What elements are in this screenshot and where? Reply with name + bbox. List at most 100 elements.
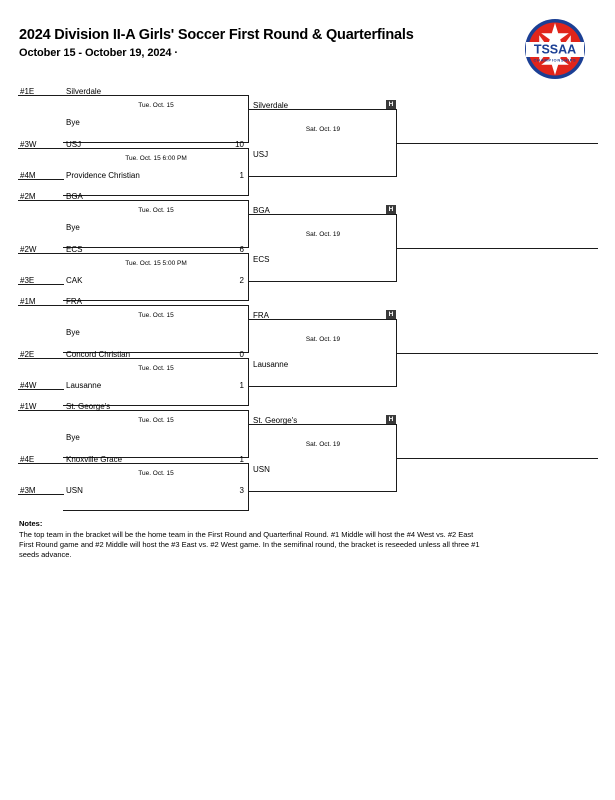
page-header: 2024 Division II-A Girls' Soccer First R… (0, 0, 615, 90)
match-time: Tue. Oct. 15 5:00 PM (125, 260, 187, 267)
match-top-line (18, 200, 64, 201)
top-team-score: 6 (239, 245, 244, 254)
bottom-team-score: 1 (239, 381, 244, 390)
bottom-team-seed: #4M (20, 171, 36, 180)
semifinal-advance-line (397, 353, 598, 354)
match-time: Tue. Oct. 15 (138, 417, 174, 424)
semifinal-advance-line (397, 143, 598, 144)
quarterfinal-bracket-line (249, 424, 397, 492)
match-bracket-line (63, 410, 249, 458)
quarterfinal-match: FRA H Sat. Oct. 19 Lausanne (0, 310, 615, 410)
top-team-seed: #1E (20, 87, 35, 96)
bottom-team-name: CAK (66, 276, 83, 285)
match-time: Tue. Oct. 15 (138, 312, 174, 319)
quarterfinal-time: Sat. Oct. 19 (305, 126, 341, 133)
top-team-name: Concord Christian (66, 350, 131, 359)
quarterfinal-top-team: BGA (253, 206, 270, 215)
top-team-name: St. George's (66, 402, 111, 411)
match-time: Tue. Oct. 15 (138, 102, 174, 109)
top-team-seed: #1M (20, 297, 36, 306)
top-team-score: 10 (235, 140, 244, 149)
match-time: Tue. Oct. 15 6:00 PM (125, 155, 187, 162)
quarterfinal-match: Silverdale H Sat. Oct. 19 USJ (0, 100, 615, 200)
page-subtitle: October 15 - October 19, 2024 · (19, 47, 178, 59)
match-bracket-line (63, 305, 249, 353)
notes-title: Notes: (19, 519, 43, 528)
home-team-badge: H (386, 310, 396, 319)
notes-section: Notes: The top team in the bracket will … (19, 519, 489, 560)
match-bracket-line (63, 148, 249, 196)
match-bracket-line (63, 253, 249, 301)
bottom-team-score: 1 (239, 171, 244, 180)
notes-body: The top team in the bracket will be the … (19, 530, 480, 560)
quarterfinal-bottom-team: USJ (253, 150, 269, 159)
quarterfinal-bracket-line (249, 109, 397, 177)
quarterfinal-top-team: FRA (253, 311, 269, 320)
top-team-seed: #1W (20, 402, 37, 411)
top-team-name: USJ (66, 140, 82, 149)
match-time: Tue. Oct. 15 (138, 365, 174, 372)
home-team-badge: H (386, 100, 396, 109)
match-top-line (18, 95, 64, 96)
top-team-seed: #4E (20, 455, 35, 464)
match-bracket-line (63, 463, 249, 511)
quarterfinal-bottom-team: ECS (253, 255, 270, 264)
match-bottom-line (18, 494, 64, 495)
semifinal-advance-line (397, 458, 598, 459)
semifinal-advance-line (397, 248, 598, 249)
match-bottom-line (18, 389, 64, 390)
top-team-name: Knoxville Grace (66, 455, 123, 464)
match-bottom-line (18, 179, 64, 180)
tssaa-logo-text: TSSAA (534, 43, 576, 57)
match-top-line (18, 410, 64, 411)
match-bracket-line (63, 358, 249, 406)
quarterfinal-bottom-team: USN (253, 465, 270, 474)
bottom-team-score: 2 (239, 276, 244, 285)
bottom-team-name: Bye (66, 433, 80, 442)
top-team-score: 1 (239, 455, 244, 464)
home-team-badge: H (386, 205, 396, 214)
match-top-line (18, 358, 64, 359)
match-bracket-line (63, 200, 249, 248)
quarterfinal-match: BGA H Sat. Oct. 19 ECS (0, 205, 615, 305)
bottom-team-name: Providence Christian (66, 171, 140, 180)
quarterfinal-top-team: St. George's (253, 416, 298, 425)
tssaa-logo-icon: TSSAA CHAMPIONSHIPS (525, 19, 585, 79)
quarterfinal-bottom-team: Lausanne (253, 360, 289, 369)
top-team-name: Silverdale (66, 87, 102, 96)
first-round-match: #2M BGA Tue. Oct. 15 Bye (0, 191, 615, 291)
match-top-line (18, 305, 64, 306)
match-time: Tue. Oct. 15 (138, 207, 174, 214)
top-team-seed: #3W (20, 140, 37, 149)
top-team-name: FRA (66, 297, 82, 306)
tssaa-logo-tagline: CHAMPIONSHIPS (534, 58, 577, 63)
top-team-seed: #2E (20, 350, 35, 359)
quarterfinal-time: Sat. Oct. 19 (305, 336, 341, 343)
bottom-team-seed: #4W (20, 381, 37, 390)
bottom-team-name: USN (66, 486, 83, 495)
top-team-name: BGA (66, 192, 83, 201)
top-team-seed: #2M (20, 192, 36, 201)
quarterfinal-bracket-line (249, 214, 397, 282)
bottom-team-name: Bye (66, 118, 80, 127)
top-team-name: ECS (66, 245, 83, 254)
bottom-team-name: Lausanne (66, 381, 102, 390)
page-title: 2024 Division II-A Girls' Soccer First R… (19, 27, 414, 43)
quarterfinal-time: Sat. Oct. 19 (305, 441, 341, 448)
bottom-team-seed: #3M (20, 486, 36, 495)
quarterfinal-time: Sat. Oct. 19 (305, 231, 341, 238)
quarterfinal-top-team: Silverdale (253, 101, 289, 110)
bottom-team-name: Bye (66, 328, 80, 337)
match-bottom-line (18, 284, 64, 285)
match-top-line (18, 463, 64, 464)
top-team-score: 0 (239, 350, 244, 359)
bottom-team-name: Bye (66, 223, 80, 232)
first-round-match: #1M FRA Tue. Oct. 15 Bye (0, 296, 615, 396)
top-team-seed: #2W (20, 245, 37, 254)
